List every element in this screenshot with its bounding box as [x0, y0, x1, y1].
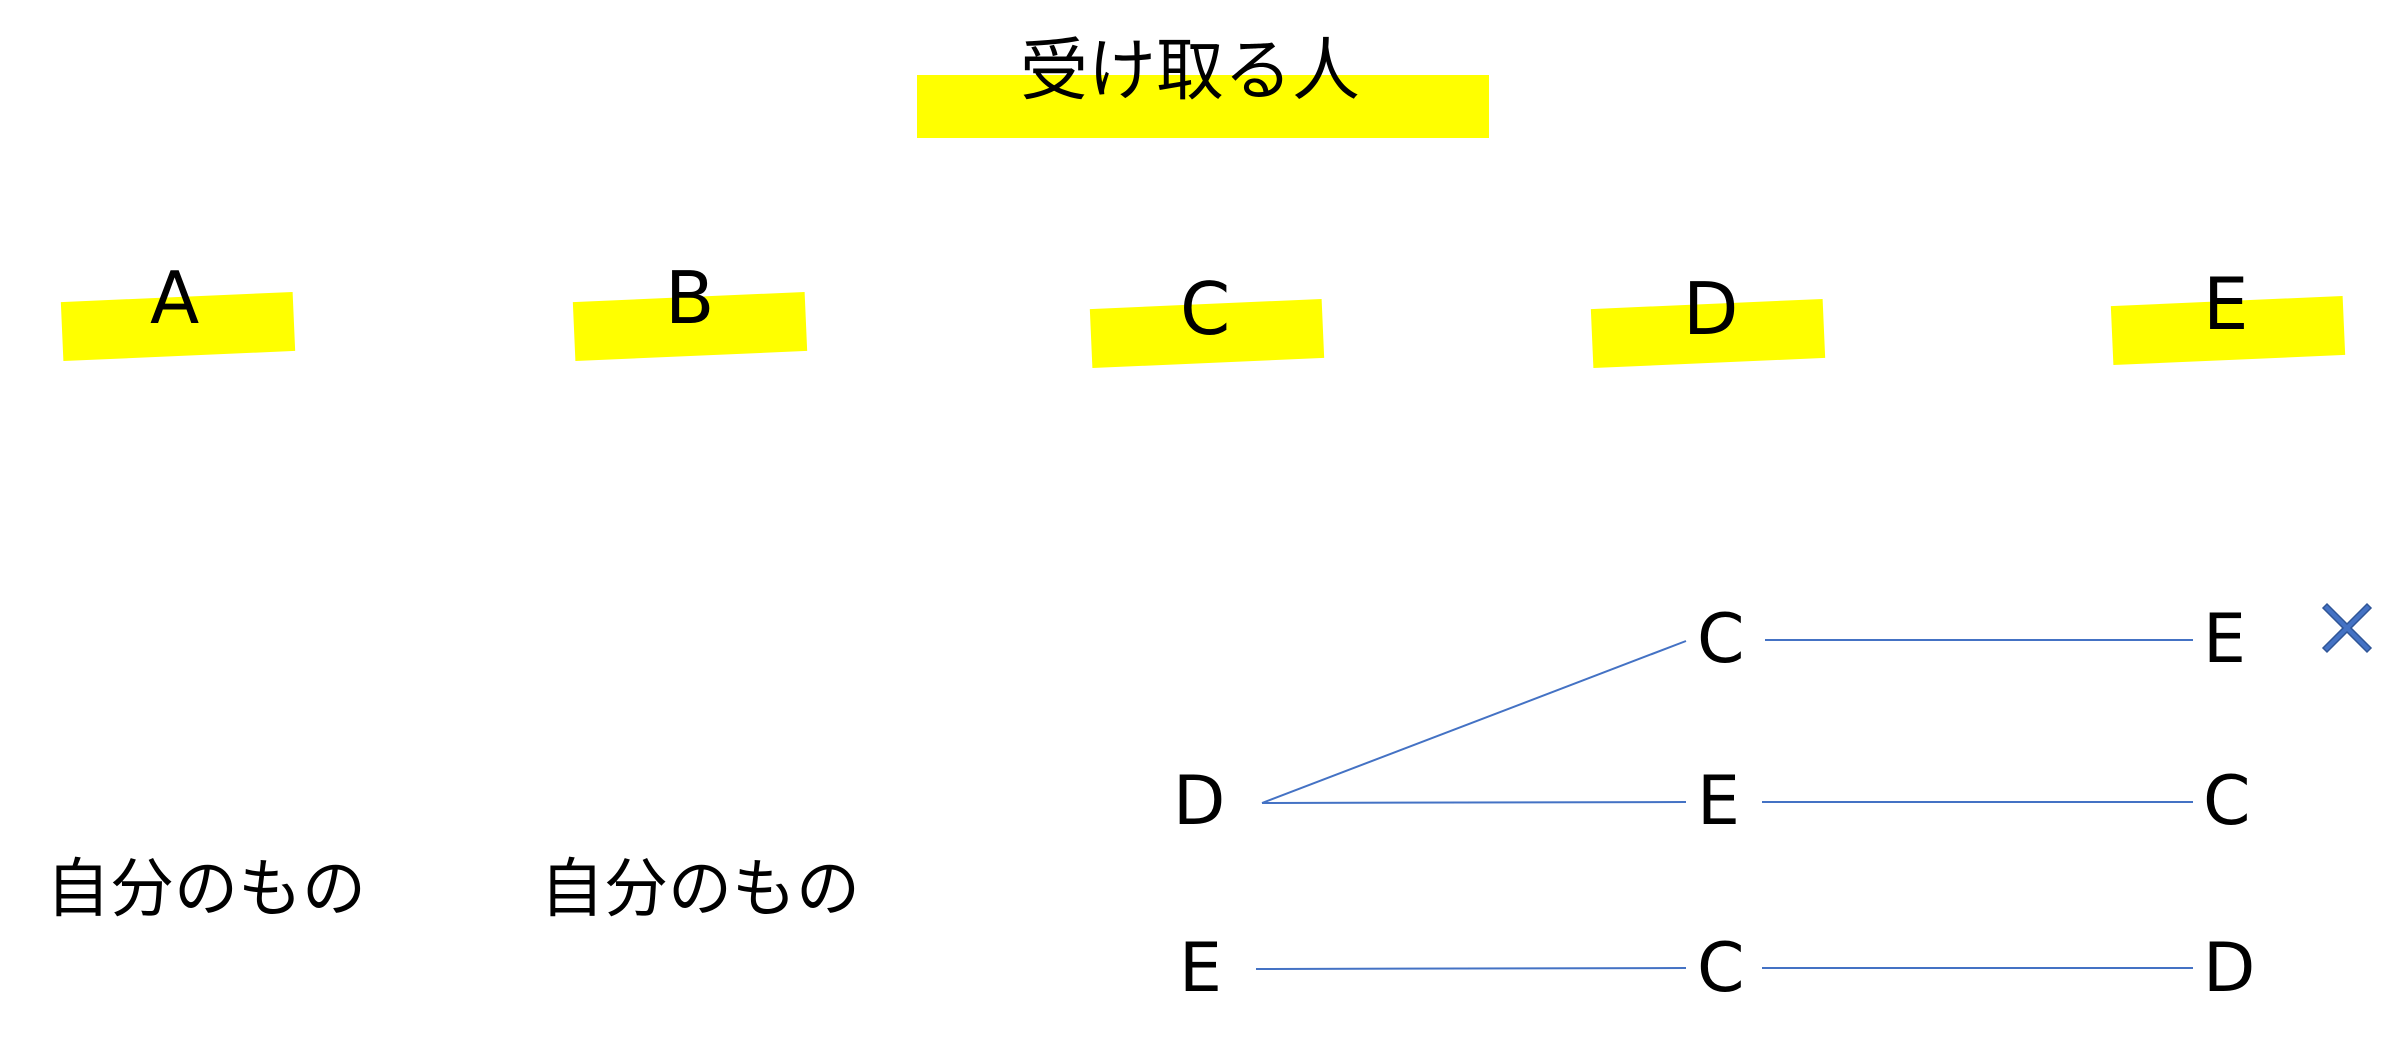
recipient-d: D	[1683, 267, 1739, 351]
tree-level2-e: E	[2203, 600, 2246, 679]
tree-level1-c: C	[1697, 600, 1745, 679]
tree-level1-e: E	[1697, 762, 1740, 841]
tree-level1-c-2: C	[1697, 929, 1745, 1008]
recipient-a: A	[150, 256, 200, 340]
title-highlight	[917, 75, 1489, 138]
recipient-e: E	[2203, 262, 2249, 346]
own-label-b: 自分のもの	[540, 853, 860, 927]
recipient-b: B	[665, 256, 715, 340]
tree-level2-c: C	[2203, 762, 2251, 841]
tree-root-d: D	[1173, 762, 1226, 841]
own-label-a: 自分のもの	[46, 853, 366, 927]
page-title: 受け取る人	[1020, 32, 1361, 111]
link-d-c	[1261, 640, 1687, 804]
tree-root-e: E	[1179, 929, 1222, 1008]
tree-level2-d: D	[2203, 929, 2256, 1008]
link-e-c-2	[1255, 967, 1687, 970]
recipient-c: C	[1180, 267, 1231, 351]
link-d-e	[1261, 801, 1687, 804]
cross-icon	[2321, 602, 2373, 654]
